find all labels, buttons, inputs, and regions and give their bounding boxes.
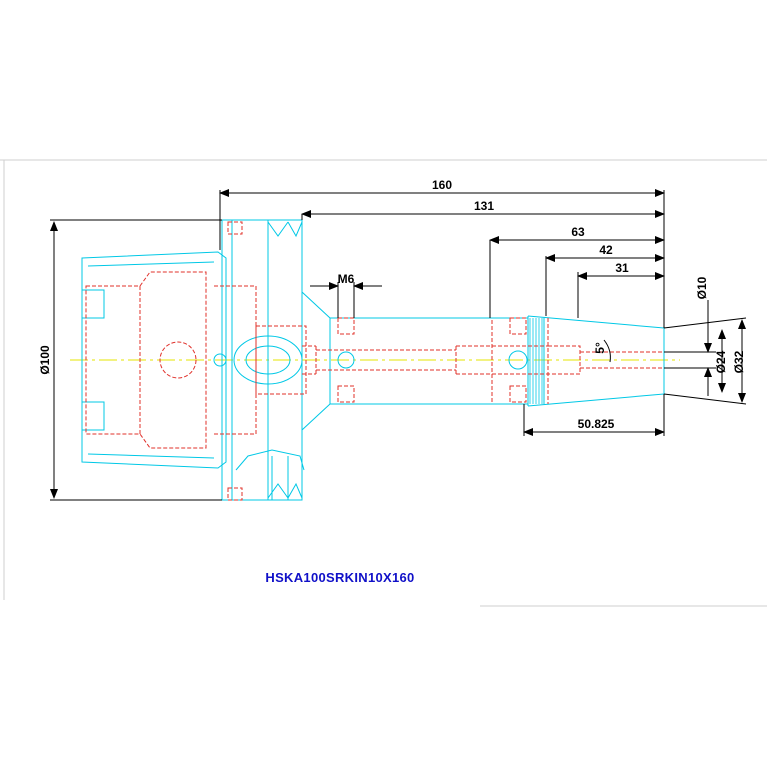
dim-length-31: 31 — [615, 261, 629, 275]
dim-dia-24: Ø24 — [714, 350, 728, 373]
dim-length-131: 131 — [474, 199, 494, 213]
dim-dia-100: Ø100 — [38, 345, 52, 375]
frame-lines — [0, 159, 767, 607]
hidden-lines — [85, 221, 664, 501]
dim-thread-m6: M6 — [338, 272, 355, 286]
dim-length-63: 63 — [571, 225, 585, 239]
dim-dia-32: Ø32 — [732, 350, 746, 373]
dim-length-50825: 50.825 — [578, 417, 615, 431]
dim-length-42: 42 — [599, 243, 613, 257]
dimension-lines — [50, 189, 747, 501]
dim-dia-10: Ø10 — [695, 276, 709, 299]
part-number-caption: HSKA100SRKIN10X160 — [265, 570, 415, 585]
tool-outline — [81, 219, 665, 501]
dim-angle: 5° — [593, 342, 607, 354]
dim-overall-length: 160 — [432, 178, 452, 192]
